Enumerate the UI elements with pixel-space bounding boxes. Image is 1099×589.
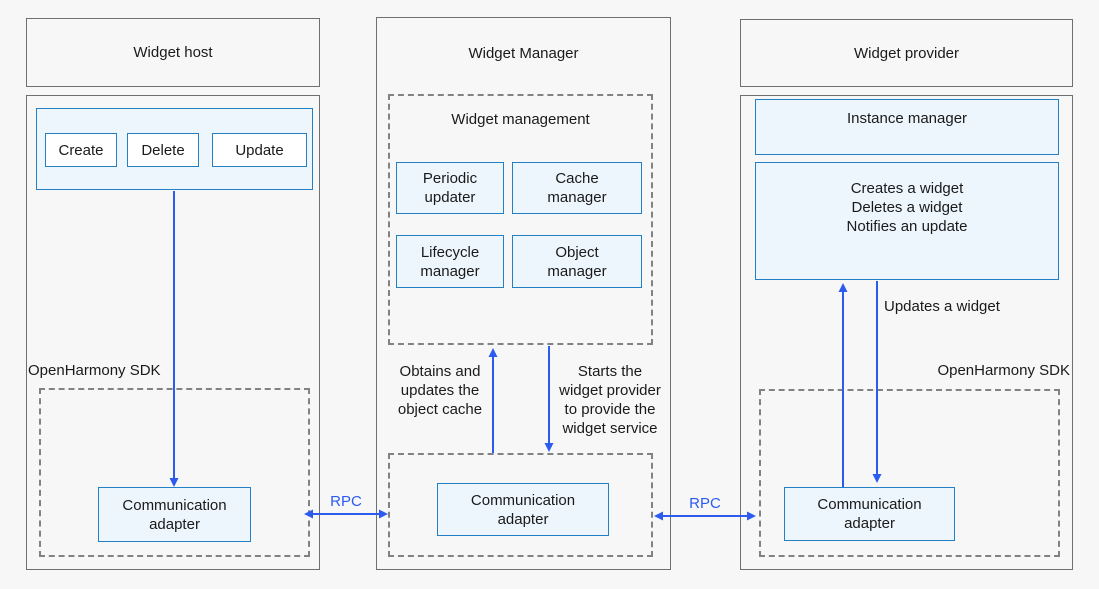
object-manager-label: Object manager [547, 243, 607, 280]
rpc-left-label: RPC [330, 493, 362, 510]
cache-manager-label: Cache manager [547, 170, 607, 206]
cache-manager-box: Cache manager [512, 162, 642, 214]
provider-sdk-dashed-box [759, 389, 1060, 557]
create-button[interactable]: Create [45, 133, 117, 167]
manager-outer-box [376, 17, 671, 570]
provider-body-box [740, 95, 1073, 570]
manager-adapter-dashed-box [388, 453, 653, 557]
create-button-label: Create [58, 141, 104, 159]
update-button[interactable]: Update [212, 133, 307, 167]
provider-communication-adapter-label: Communication adapter [817, 496, 922, 532]
delete-button[interactable]: Delete [127, 133, 199, 167]
instance-manager-label: Instance manager [846, 110, 968, 127]
instance-manager-box: Instance manager [755, 99, 1059, 155]
update-button-label: Update [235, 141, 284, 159]
provider-communication-adapter-box: Communication adapter [784, 487, 955, 541]
host-communication-adapter-box: Communication adapter [98, 487, 251, 542]
provider-actions-box: Creates a widget Deletes a widget Notifi… [755, 162, 1059, 280]
widget-management-dashed-box [388, 94, 653, 345]
host-body-box [26, 95, 320, 570]
host-title-box: Widget host [26, 18, 320, 87]
periodic-updater-label: Periodic updater [422, 170, 478, 206]
delete-button-label: Delete [141, 141, 185, 159]
provider-action-delete: Deletes a widget [851, 199, 963, 216]
lifecycle-manager-label: Lifecycle manager [420, 243, 480, 280]
rpc-right-label: RPC [689, 495, 721, 512]
provider-action-create: Creates a widget [850, 180, 964, 197]
lifecycle-manager-box: Lifecycle manager [396, 235, 504, 288]
manager-communication-adapter-label: Communication adapter [470, 491, 576, 528]
periodic-updater-box: Periodic updater [396, 162, 504, 214]
object-manager-box: Object manager [512, 235, 642, 288]
provider-title: Widget provider [853, 44, 960, 62]
host-communication-adapter-label: Communication adapter [122, 496, 227, 533]
manager-communication-adapter-box: Communication adapter [437, 483, 609, 536]
host-title: Widget host [133, 44, 213, 61]
provider-title-box: Widget provider [740, 19, 1073, 87]
provider-action-notify: Notifies an update [846, 218, 968, 235]
